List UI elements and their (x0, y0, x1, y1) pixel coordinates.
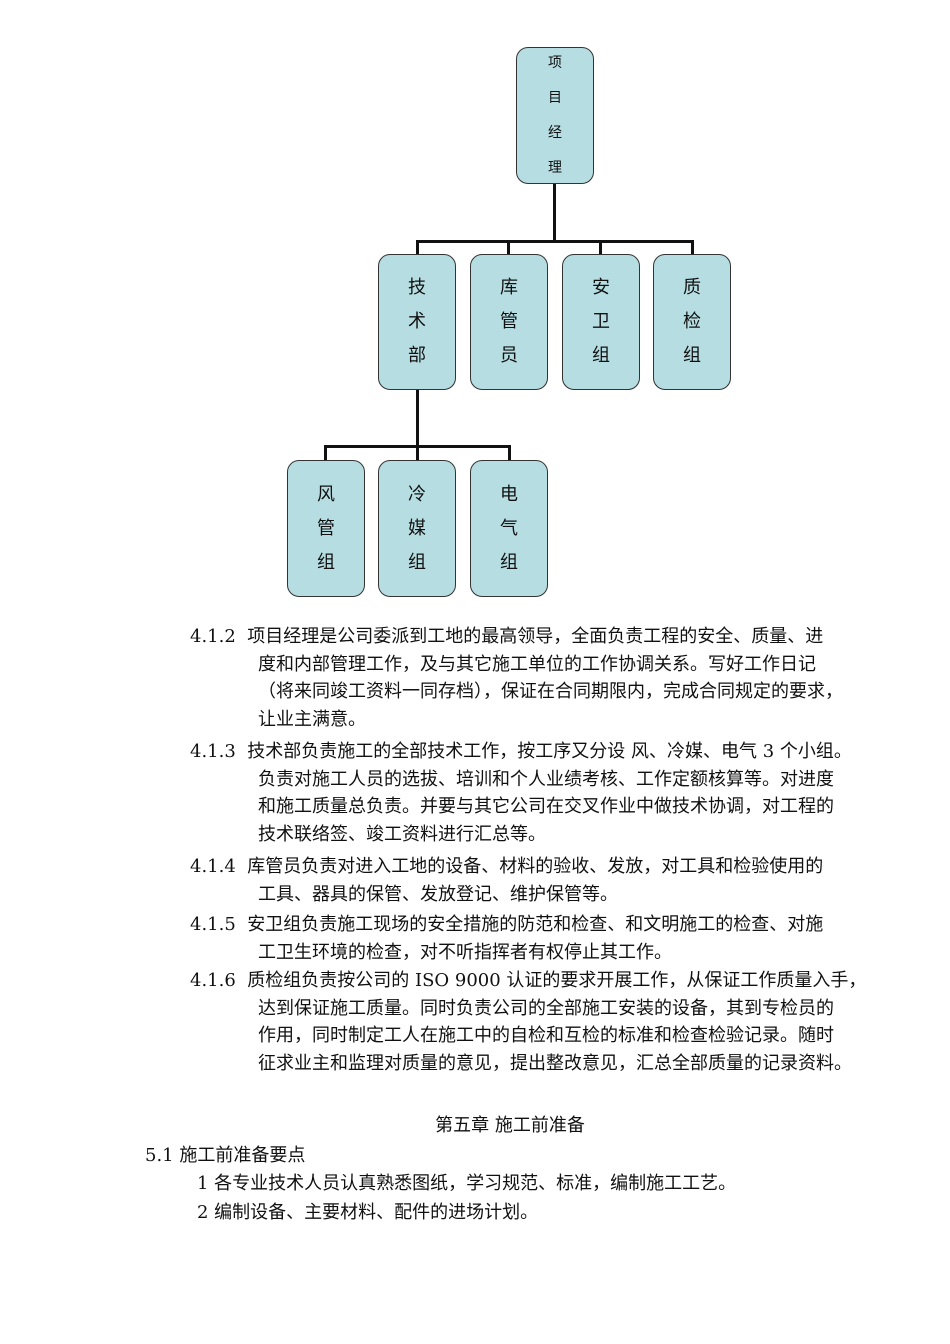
box-char: 组 (683, 345, 701, 366)
item-number: 4.1.5 (190, 914, 236, 935)
item-number: 4.1.4 (190, 856, 236, 877)
box-char: 经 (548, 124, 562, 141)
item-line: 工卫生环境的检查，对不听指挥者有权停止其工作。 (258, 941, 672, 963)
box-char: 风 (317, 483, 335, 505)
item-line: 和施工质量总负责。并要与其它公司在交叉作业中做技术协调，对工程的 (258, 796, 834, 817)
item-line: 负责对施工人员的选拔、培训和个人业绩考核、工作定额核算等。对进度 (258, 768, 834, 790)
item-line: 作用，同时制定工人在施工中的自检和互检的标准和检查检验记录。随时 (258, 1025, 834, 1046)
box-char: 冷 (408, 483, 426, 505)
item-4-1-3: 4.1.3 技术部负责施工的全部技术工作，按工序又分设 风、冷媒、电气 3 个小… (190, 738, 910, 848)
tech-dept-box: 技 术 部 (378, 254, 456, 390)
connector-tech (416, 240, 419, 255)
section-item: 2 编制设备、主要材料、配件的进场计划。 (197, 1202, 539, 1223)
box-char: 管 (500, 311, 518, 332)
item-line: 技术部负责施工的全部技术工作，按工序又分设 风、冷媒、电气 3 个小组。 (247, 741, 852, 762)
box-char: 组 (592, 345, 610, 366)
duct-group-box: 风 管 组 (287, 460, 365, 597)
box-char: 气 (500, 517, 518, 539)
refrigerant-group-box: 冷 媒 组 (378, 460, 456, 597)
box-char: 卫 (592, 311, 610, 332)
item-line: 技术联络签、竣工资料进行汇总等。 (258, 823, 546, 845)
box-char: 质 (683, 277, 701, 298)
item-line: 安卫组负责施工现场的安全措施的防范和检查、和文明施工的检查、对施 (247, 914, 824, 935)
box-char: 安 (592, 277, 610, 298)
item-4-1-5: 4.1.5 安卫组负责施工现场的安全措施的防范和检查、和文明施工的检查、对施 工… (190, 911, 910, 966)
box-char: 媒 (408, 517, 426, 539)
box-char: 理 (548, 159, 562, 176)
item-4-1-2: 4.1.2 项目经理是公司委派到工地的最高领导，全面负责工程的安全、质量、进 度… (190, 623, 910, 733)
box-char: 组 (317, 551, 335, 573)
connector-quality (691, 240, 694, 255)
safety-group-box: 安 卫 组 (562, 254, 640, 390)
box-char: 组 (500, 551, 518, 573)
item-line: 让业主满意。 (258, 708, 366, 730)
box-char: 项 (548, 54, 562, 71)
box-char: 术 (408, 311, 426, 332)
item-4-1-4: 4.1.4 库管员负责对进入工地的设备、材料的验收、发放，对工具和检验使用的 工… (190, 853, 910, 908)
item-line: 达到保证施工质量。同时负责公司的全部施工安装的设备，其到专检员的 (258, 997, 834, 1019)
item-number: 4.1.6 (190, 970, 236, 991)
box-char: 组 (408, 551, 426, 573)
connector-tech-down (416, 390, 419, 446)
connector-duct (324, 445, 327, 461)
item-line: （将来同竣工资料一同存档），保证在合同期限内，完成合同规定的要求， (258, 681, 843, 702)
quality-group-box: 质 检 组 (653, 254, 731, 390)
chapter-title: 第五章 施工前准备 (435, 1115, 585, 1136)
box-char: 管 (317, 517, 335, 539)
connector-level2-bar (416, 240, 694, 243)
box-char: 技 (408, 277, 426, 298)
item-line: 项目经理是公司委派到工地的最高领导，全面负责工程的安全、质量、进 (247, 626, 824, 647)
project-manager-box: 项 目 经 理 (516, 47, 594, 184)
item-line: 库管员负责对进入工地的设备、材料的验收、发放，对工具和检验使用的 (247, 856, 824, 877)
item-4-1-6: 4.1.6 质检组负责按公司的 ISO 9000 认证的要求开展工作，从保证工作… (190, 967, 910, 1077)
box-char: 电 (500, 483, 518, 505)
org-chart: 项 目 经 理 技 术 部 库 管 员 安 卫 组 质 检 组 风 管 组 冷 … (0, 0, 950, 600)
item-line: 工具、器具的保管、发放登记、维护保管等。 (258, 883, 618, 905)
box-char: 库 (500, 277, 518, 298)
item-number: 4.1.3 (190, 741, 236, 762)
connector-store (507, 240, 510, 255)
section-item: 1 各专业技术人员认真熟悉图纸，学习规范、标准，编制施工工艺。 (197, 1173, 737, 1194)
box-char: 检 (683, 311, 701, 332)
item-line: 质检组负责按公司的 ISO 9000 认证的要求开展工作，从保证工作质量入手， (247, 970, 867, 991)
box-char: 目 (548, 89, 562, 106)
item-line: 征求业主和监理对质量的意见，提出整改意见，汇总全部质量的记录资料。 (258, 1052, 852, 1074)
section-title: 5.1 施工前准备要点 (145, 1145, 306, 1166)
connector-safety (599, 240, 602, 255)
box-char: 部 (408, 345, 426, 366)
item-number: 4.1.2 (190, 626, 236, 647)
item-line: 度和内部管理工作，及与其它施工单位的工作协调关系。写好工作日记 (258, 653, 816, 675)
connector-refrig (416, 445, 419, 461)
storekeeper-box: 库 管 员 (470, 254, 548, 390)
box-char: 员 (500, 345, 518, 366)
connector-root-down (553, 184, 556, 241)
electrical-group-box: 电 气 组 (470, 460, 548, 597)
connector-elec (508, 445, 511, 461)
